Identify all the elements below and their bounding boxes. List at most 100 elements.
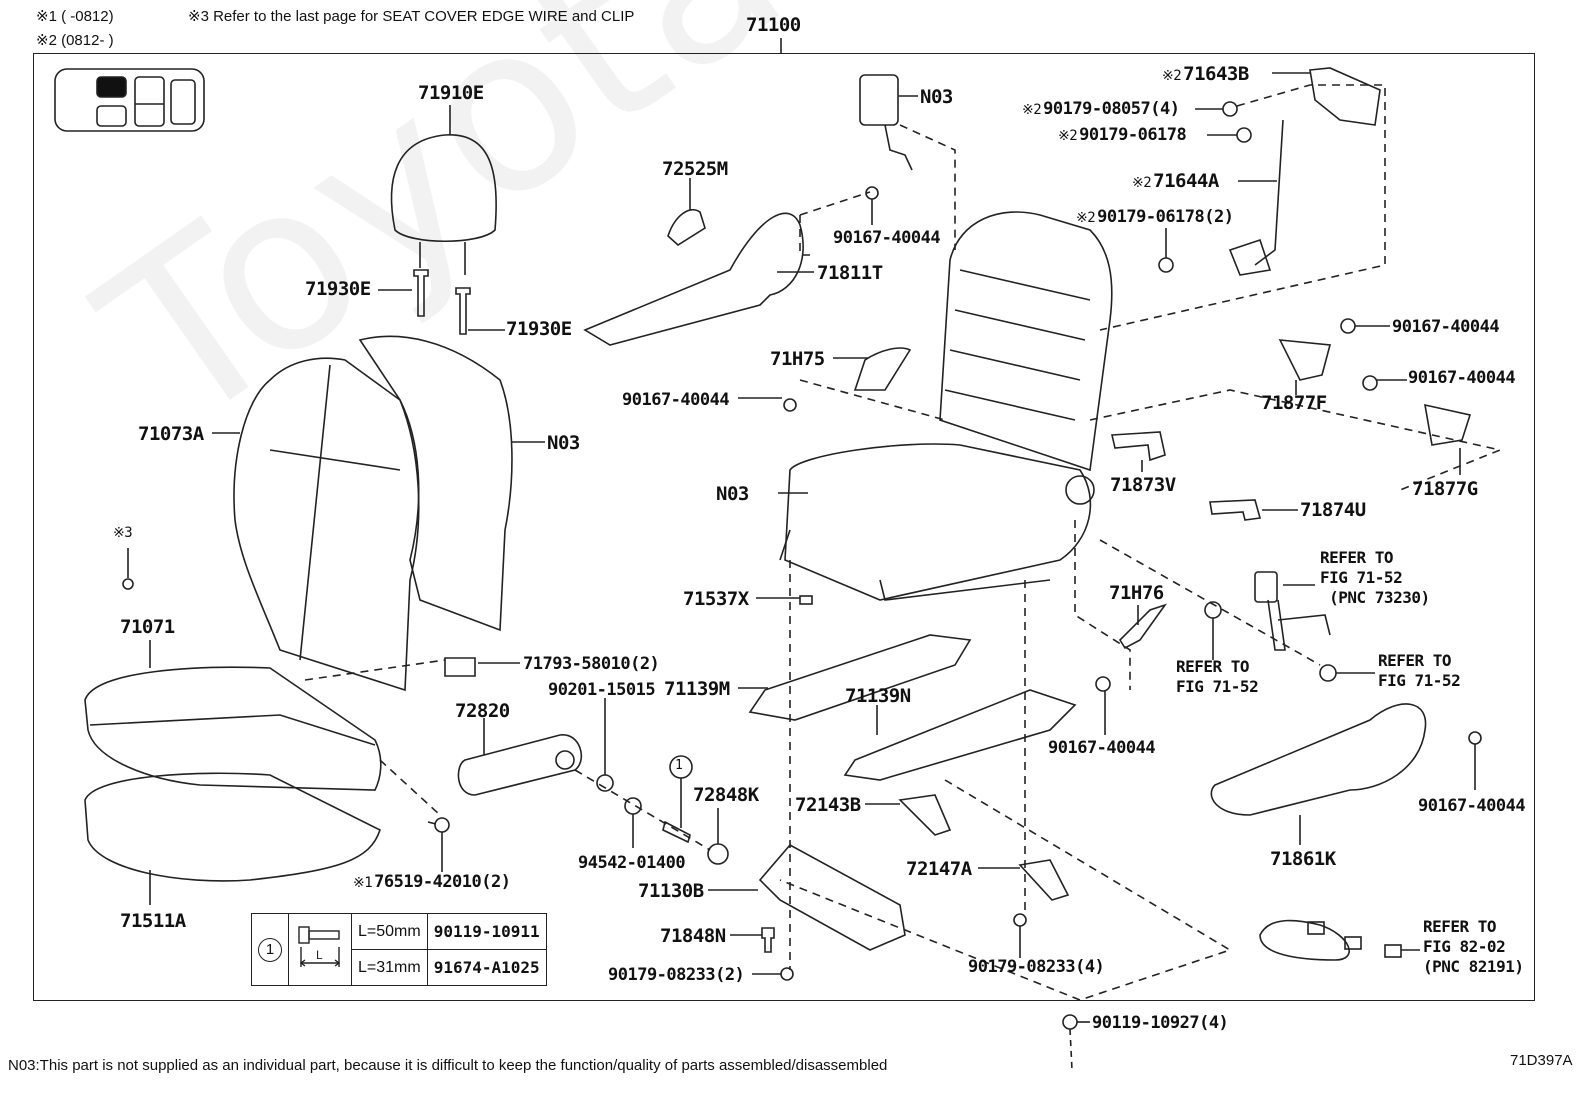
- label-90167-40044-d: 90167-40044: [1408, 368, 1516, 388]
- dash-71H75: [799, 379, 946, 421]
- bolt-icon-cell: L: [288, 913, 352, 986]
- label-90179-08233-2: 90179-08233(2): [608, 965, 745, 985]
- label-90119-10927: 90119-10927(4): [1092, 1013, 1229, 1033]
- nut-90179-08057-drawing: [1222, 101, 1238, 117]
- label-N03-frame: N03: [716, 483, 749, 505]
- label-N03-top: N03: [920, 86, 953, 108]
- dash-76519: [379, 759, 441, 816]
- label-71071: 71071: [120, 616, 175, 638]
- label-71644A-text: 71644A: [1153, 170, 1219, 192]
- label-72147A: 72147A: [906, 858, 972, 880]
- bolt-90119-10927-drawing: [1062, 1014, 1078, 1030]
- label-90179-06178-2-text: 90179-06178(2): [1097, 207, 1234, 227]
- label-90201-15015: 90201-15015: [548, 680, 656, 700]
- label-90167-40044-a: 90167-40044: [833, 228, 941, 248]
- seat-cushion-cover-drawing: [84, 666, 382, 791]
- note-1: ※1 ( -0812): [36, 8, 114, 25]
- refer-nut-fig-71-52[interactable]: REFER TO FIG 71-52: [1378, 651, 1461, 690]
- label-71139M: 71139M: [664, 678, 730, 700]
- bolt-length: L=50mm: [351, 913, 428, 950]
- mark-note2: ※2: [1076, 210, 1096, 226]
- bolt-callout-cell: 1: [251, 913, 289, 986]
- seatback-pad-drawing: [358, 335, 513, 632]
- bracket-71H75-drawing: [853, 347, 912, 391]
- shield-71861K-drawing: [1210, 703, 1427, 816]
- pin-71848N-drawing: [761, 927, 775, 953]
- dash-belt: [1099, 539, 1321, 666]
- label-71537X: 71537X: [683, 588, 749, 610]
- connector-c-drawing: [1384, 944, 1402, 958]
- label-71073A: 71073A: [138, 423, 204, 445]
- knob-72525M-drawing: [667, 209, 706, 246]
- refer-buckle-fig-71-52[interactable]: REFER TO FIG 71-52 (PNC 73230): [1320, 548, 1430, 607]
- dash-71793: [304, 659, 446, 681]
- label-71793-58010: 71793-58010(2): [523, 654, 660, 674]
- bolt-dimension-icon: L: [298, 926, 341, 967]
- label-90167-40044-f: 90167-40044: [1418, 796, 1526, 816]
- refer-washer-fig-71-52[interactable]: REFER TO FIG 71-52: [1176, 657, 1259, 696]
- label-90179-08233-4: 90179-08233(4): [968, 957, 1105, 977]
- label-71910E: 71910E: [418, 82, 484, 104]
- screw-90167-c-drawing: [1340, 318, 1356, 334]
- dash-71H76: [1074, 520, 1131, 690]
- mark-note2: ※2: [1132, 175, 1152, 191]
- bolt-part-number[interactable]: 90119-10911: [426, 913, 547, 950]
- bracket-71877F-drawing: [1278, 339, 1332, 381]
- bracket-71873V-drawing: [1111, 431, 1166, 462]
- screw-90167-e-drawing: [1095, 676, 1111, 692]
- headrest-guide-drawing: [413, 269, 471, 335]
- seat-cushion-pad-drawing: [84, 772, 381, 882]
- rod-71644A-drawing: [1254, 119, 1284, 266]
- mark-note2: ※2: [1022, 102, 1042, 118]
- cover-71130B-drawing: [758, 843, 906, 951]
- refer-harness-fig-82-02[interactable]: REFER TO FIG 82-02 (PNC 82191): [1423, 917, 1524, 976]
- bolt-table-row: L=31mm 91674-A1025: [252, 949, 547, 986]
- note-2: ※2 (0812- ): [36, 32, 114, 49]
- dash-71877: [1089, 389, 1503, 491]
- label-71930E-b: 71930E: [506, 318, 572, 340]
- shield-71811T-drawing: [583, 212, 804, 346]
- label-71811T: 71811T: [817, 262, 883, 284]
- dash-armrest: [574, 769, 711, 851]
- note-3: ※3 Refer to the last page for SEAT COVER…: [188, 8, 635, 25]
- label-71861K: 71861K: [1270, 848, 1336, 870]
- screw-90167-b-drawing: [783, 398, 797, 412]
- nut-90179-06178-2-drawing: [1158, 257, 1174, 273]
- label-90179-08057-text: 90179-08057(4): [1043, 99, 1180, 119]
- dash-71811T: [799, 191, 871, 256]
- callout-number: 1: [258, 937, 282, 962]
- connector-a-drawing: [1307, 921, 1325, 935]
- connector-b-drawing: [1344, 936, 1362, 950]
- label-72525M: 72525M: [662, 158, 728, 180]
- label-71511A: 71511A: [120, 910, 186, 932]
- label-71873V: 71873V: [1110, 474, 1176, 496]
- bracket-72143B-drawing: [898, 794, 952, 836]
- bolt-part-number[interactable]: 91674-A1025: [426, 949, 547, 986]
- dim-label: L: [316, 948, 323, 962]
- label-90167-40044-b: 90167-40044: [622, 390, 730, 410]
- airbag-wire-drawing: [884, 124, 913, 171]
- seatback-cover-drawing: [233, 357, 420, 692]
- dash-bracket-area: [779, 779, 1232, 1001]
- clip-76519-drawing: [427, 817, 450, 833]
- seatbelt-buckle-drawing: [1254, 571, 1331, 651]
- headrest-drawing: [390, 134, 497, 275]
- mark-note2: ※2: [1162, 68, 1182, 84]
- recliner-71643B-drawing: [1309, 67, 1381, 126]
- dash-airbag: [899, 124, 956, 250]
- label-71930E-a: 71930E: [305, 278, 371, 300]
- figure-code: 71D397A: [1510, 1052, 1573, 1069]
- label-callout-1: 1: [675, 758, 683, 773]
- bracket-72147A-drawing: [1018, 859, 1070, 901]
- label-N03-back: N03: [547, 432, 580, 454]
- lever-drawing: [1228, 238, 1272, 276]
- bracket-71877G-drawing: [1424, 403, 1472, 446]
- bolt-table-row: 1 L L=50mm 90119-10911: [251, 913, 547, 986]
- diagram-frame: [33, 53, 1535, 1001]
- part-71537X-drawing: [799, 595, 813, 605]
